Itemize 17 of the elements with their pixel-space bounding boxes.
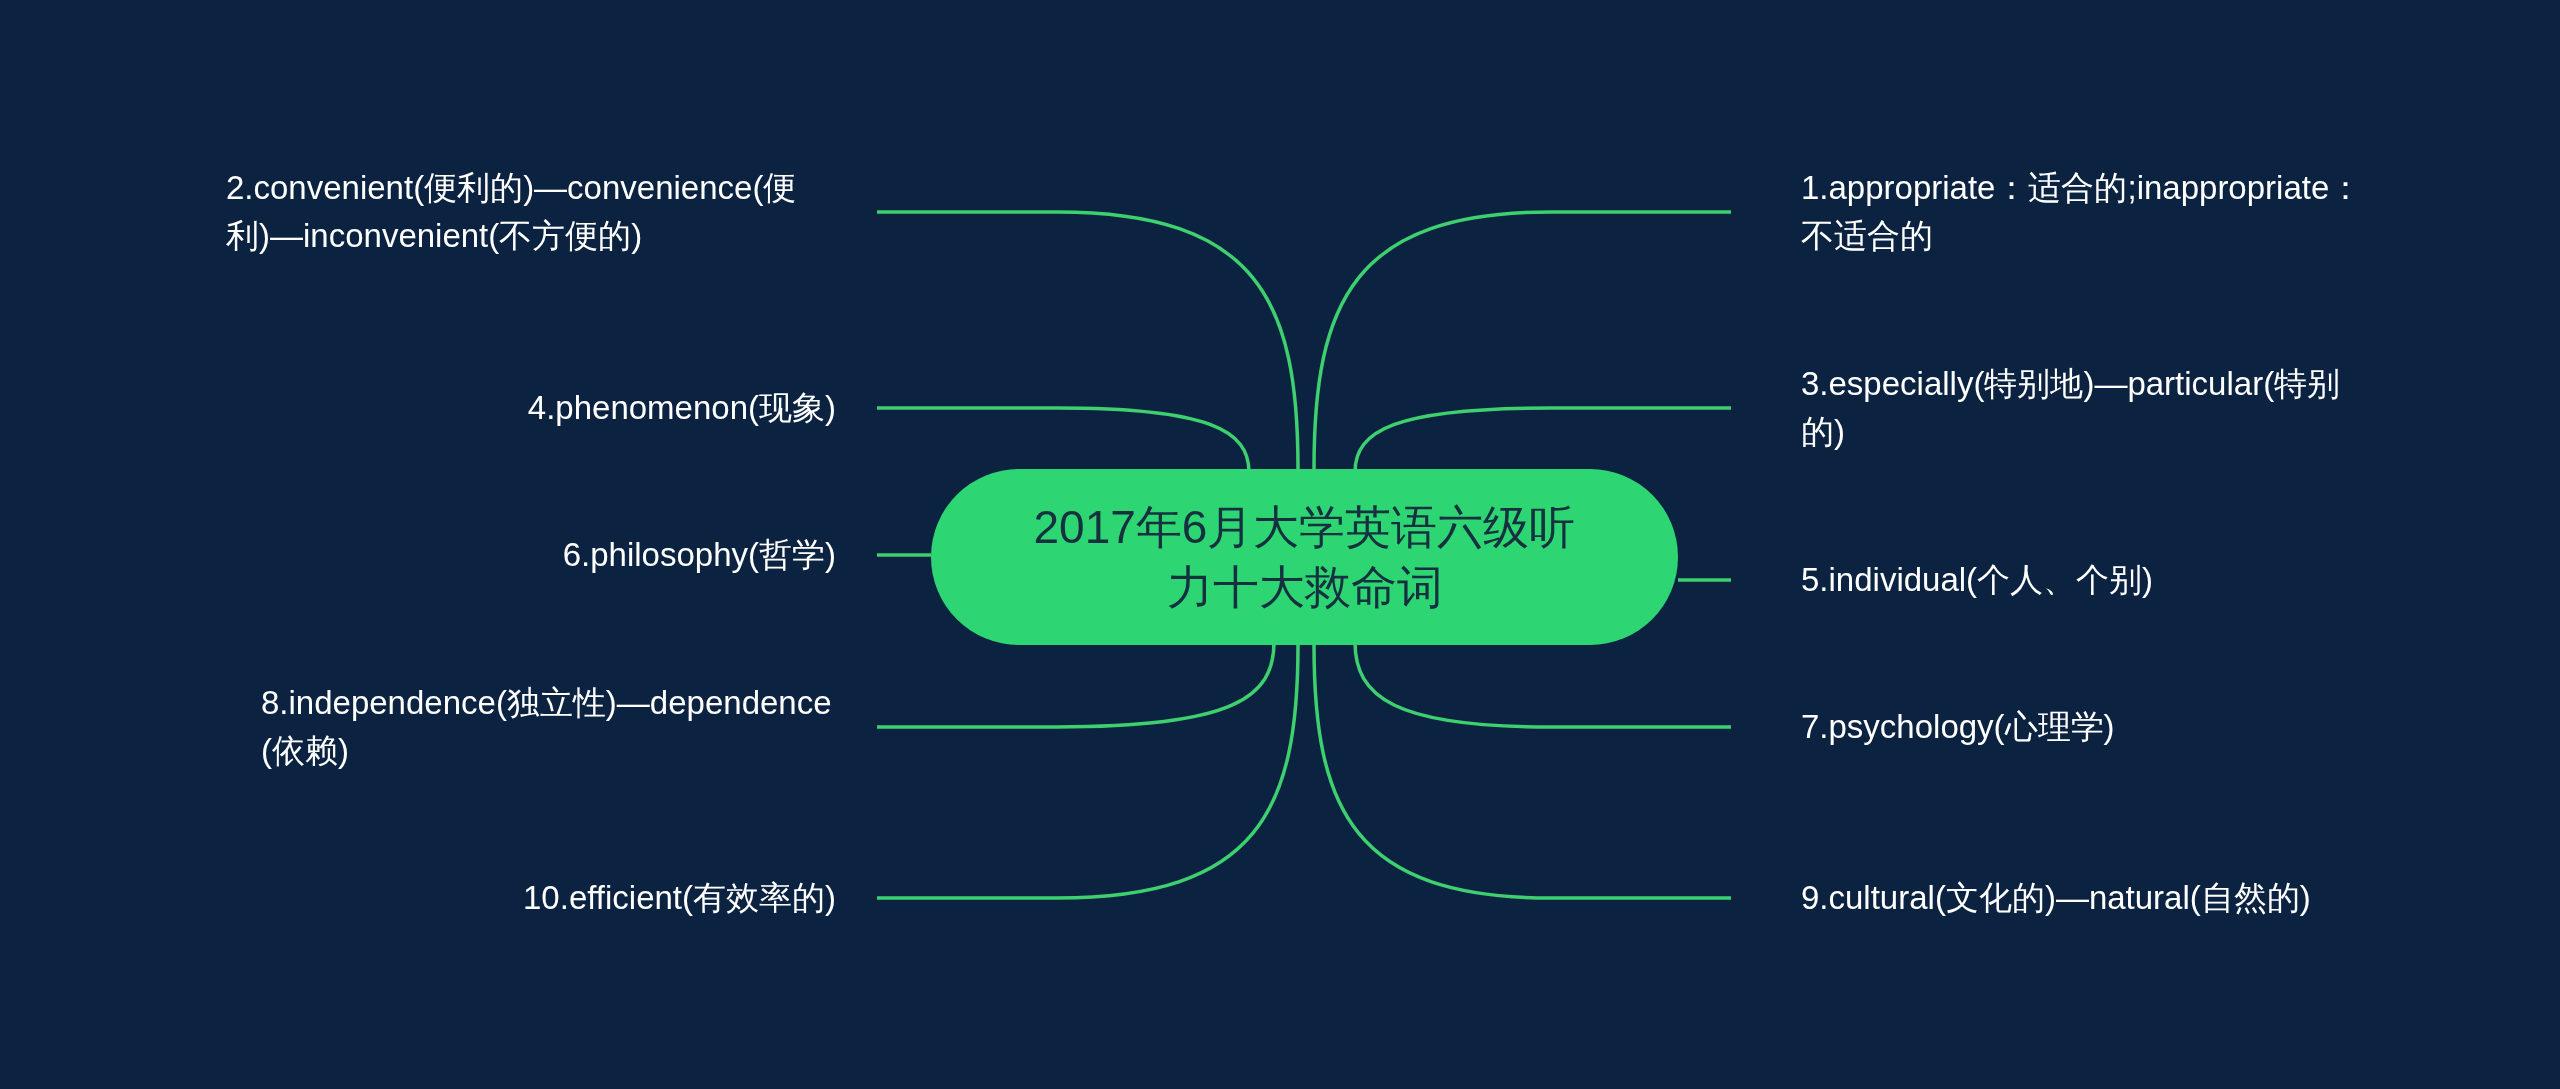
- branch-label: 6.philosophy(哲学): [562, 531, 877, 579]
- branch-label: 5.individual(个人、个别): [1731, 556, 2154, 604]
- branch-label: 4.phenomenon(现象): [527, 384, 877, 432]
- branch-label: 7.psychology(心理学): [1731, 703, 2115, 751]
- branch-label: 2.convenient(便利的)—convenience(便利)—inconvenient(不方便的): [226, 164, 877, 260]
- connector-line: [877, 210, 1300, 470]
- central-topic: 2017年6月大学英语六级听力十大救命词: [931, 469, 1678, 645]
- connector-line: [877, 644, 1300, 900]
- branch-label: 10.efficient(有效率的): [523, 874, 877, 922]
- connector-line: [1312, 210, 1731, 470]
- branch-label: 8.independence(独立性)—dependence(依赖): [261, 679, 877, 775]
- connector-line: [877, 553, 931, 557]
- branch-label: 9.cultural(文化的)—natural(自然的): [1731, 874, 2311, 922]
- connector-line: [1678, 578, 1731, 582]
- connector-line: [1312, 644, 1731, 900]
- branch-label: 3.especially(特别地)—particular(特别的): [1731, 360, 2361, 456]
- branch-label: 1.appropriate：适合的;inappropriate：不适合的: [1731, 164, 2381, 260]
